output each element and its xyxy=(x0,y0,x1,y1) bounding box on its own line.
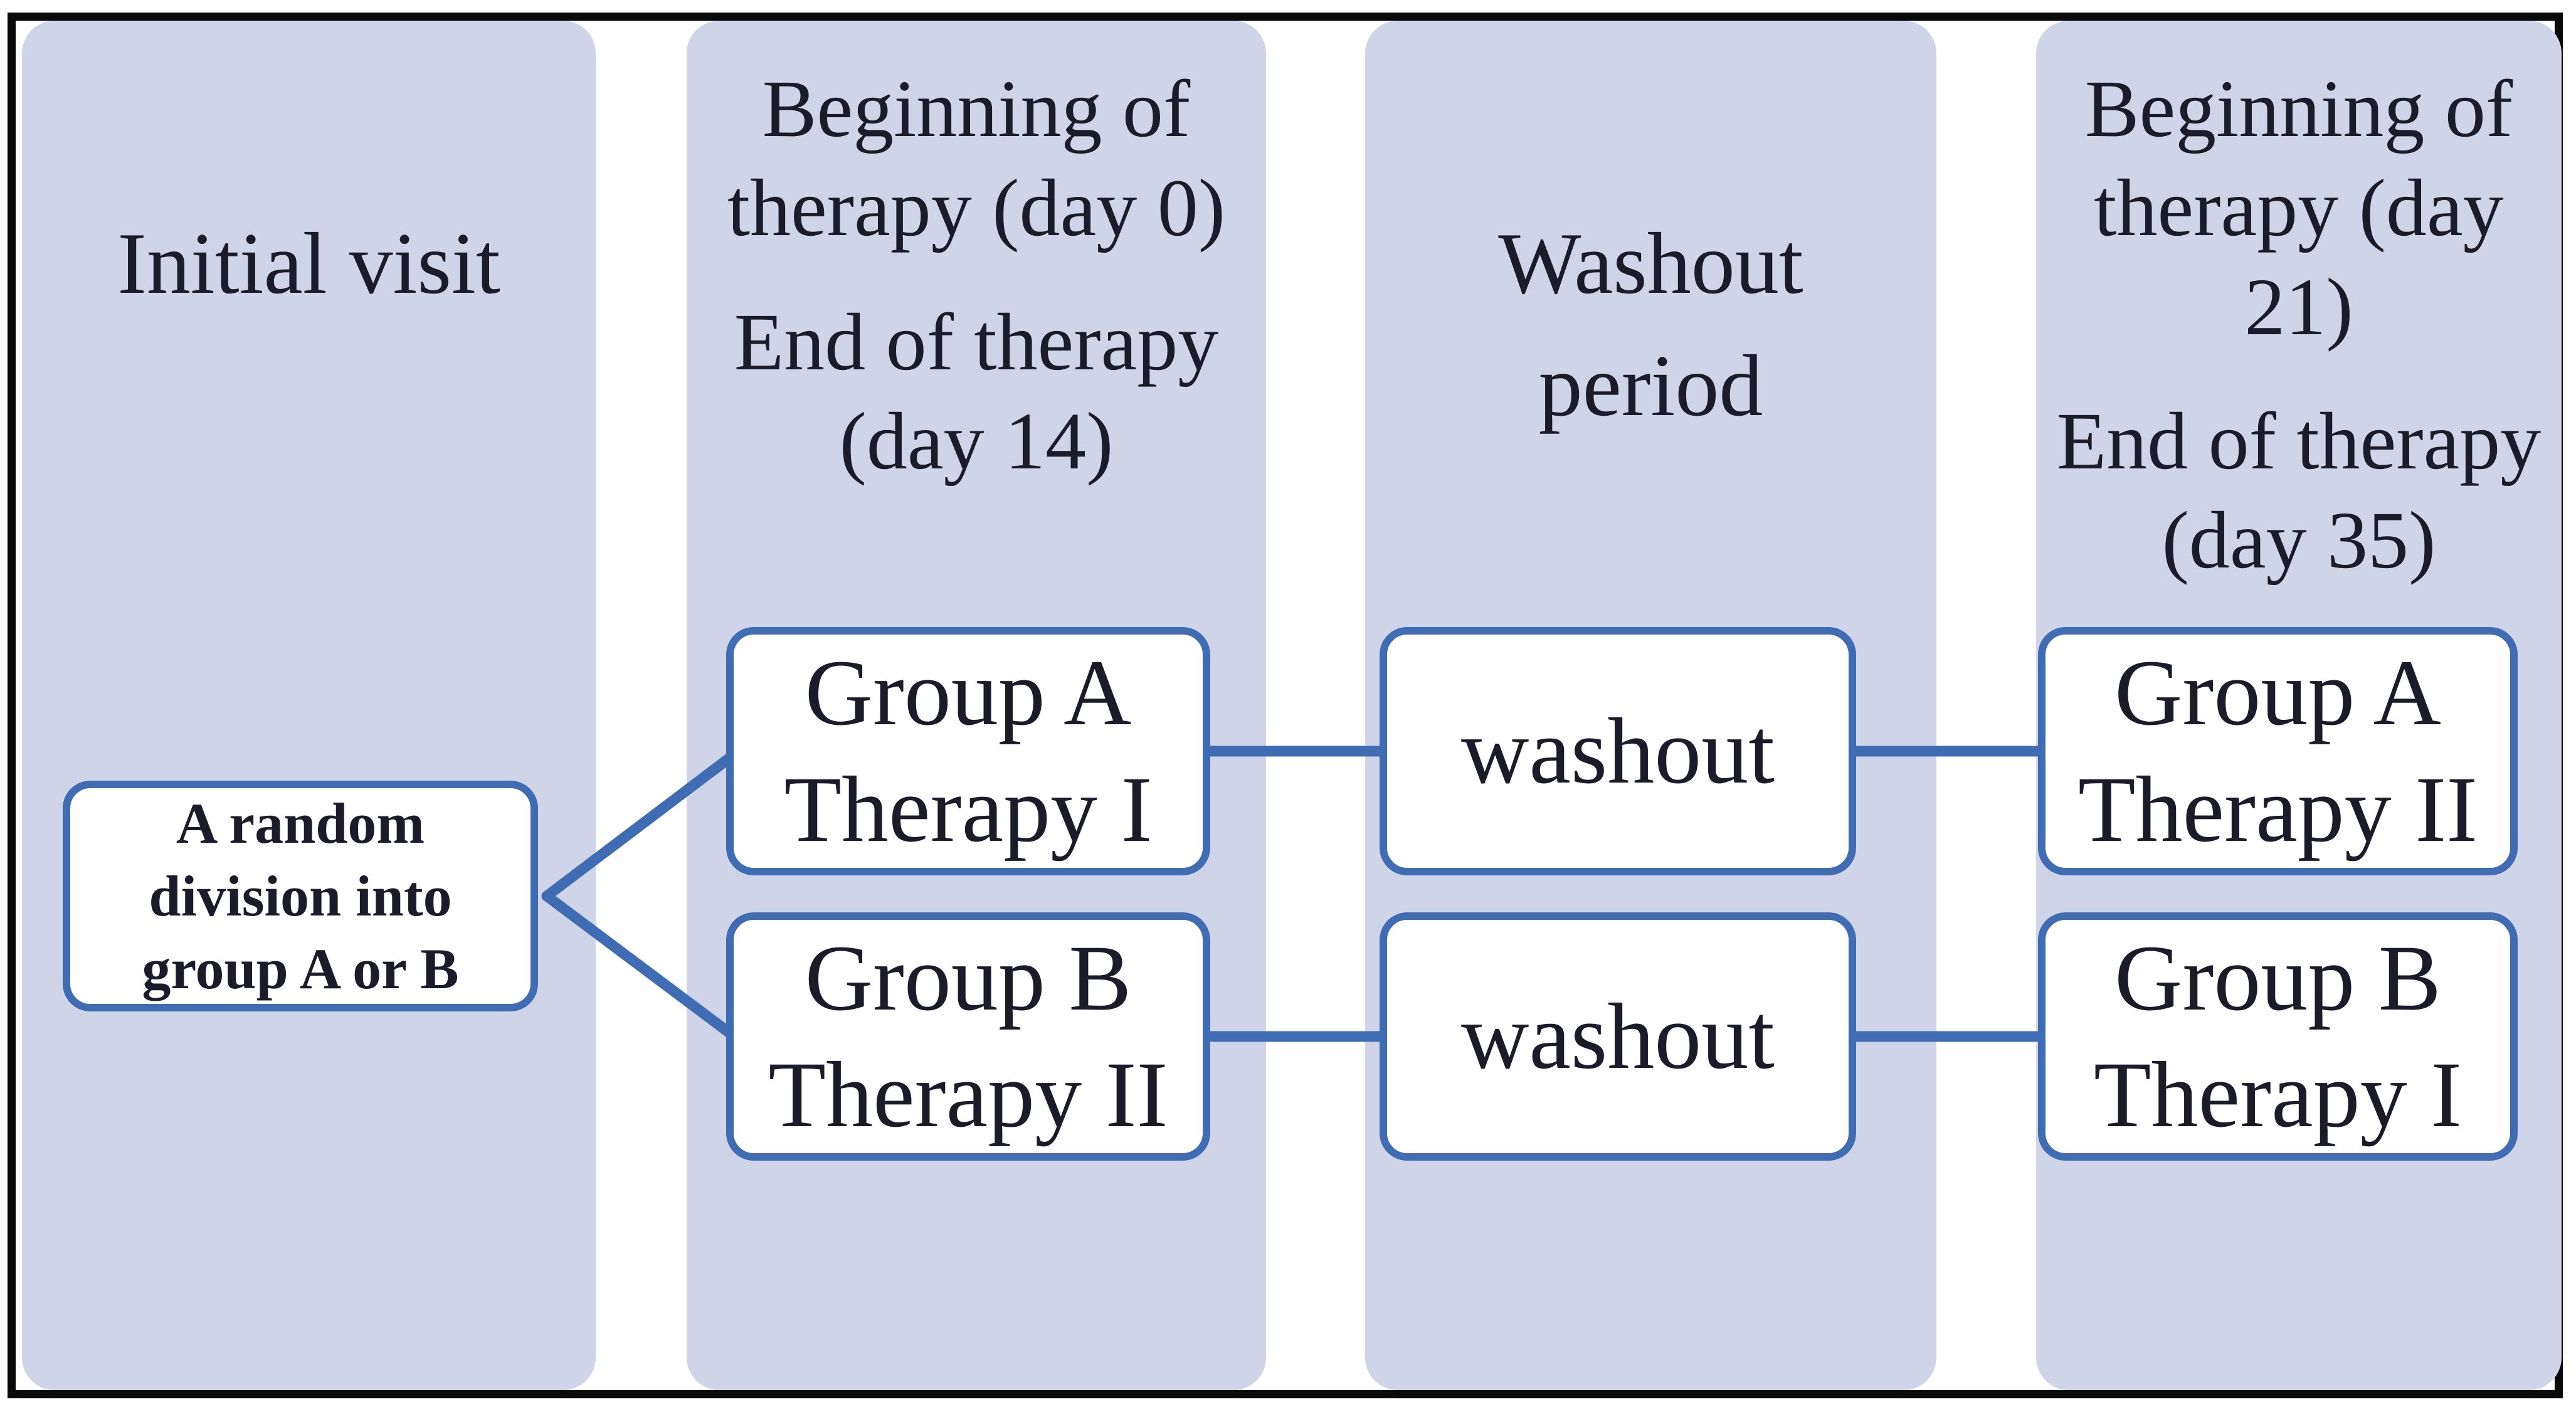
column-second-treatment-period: Beginning of therapy (day 21) End of the… xyxy=(2036,21,2562,1390)
period2-group-a-box: Group A Therapy II xyxy=(2038,627,2518,875)
box-line: Therapy I xyxy=(2093,1043,2463,1147)
washout-bottom-box: washout xyxy=(1380,912,1856,1161)
header-line: Washout xyxy=(1498,215,1803,312)
box-line: Group B xyxy=(2114,926,2441,1030)
randomization-box: A random division into group A or B xyxy=(63,781,538,1011)
period1-group-a-box: Group A Therapy I xyxy=(726,627,1210,875)
header-line: End of therapy xyxy=(734,297,1219,388)
column-second-period-title: Beginning of therapy (day 21) End of the… xyxy=(2036,21,2562,590)
box-line: division into xyxy=(149,864,452,928)
header-line: End of therapy xyxy=(2056,396,2542,487)
box-line: Group A xyxy=(2114,641,2441,745)
period1-group-b-box: Group B Therapy II xyxy=(726,912,1210,1161)
box-line: Therapy I xyxy=(784,757,1153,862)
beginning-of-therapy-heading: Beginning of therapy (day 21) xyxy=(2036,60,2562,357)
end-of-therapy-heading: End of therapy (day 35) xyxy=(2036,392,2562,590)
box-line: Therapy II xyxy=(768,1043,1168,1147)
header-line: therapy (day 21) xyxy=(2094,163,2504,352)
header-line: therapy (day 0) xyxy=(727,163,1226,253)
header-line: Beginning of xyxy=(762,64,1191,154)
box-line: A random xyxy=(176,791,425,855)
column-first-period-title: Beginning of therapy (day 0) End of ther… xyxy=(687,21,1266,491)
header-line: (day 14) xyxy=(839,396,1114,487)
end-of-therapy-heading: End of therapy (day 14) xyxy=(687,293,1266,491)
washout-top-box: washout xyxy=(1380,627,1856,875)
column-initial-visit-title: Initial visit xyxy=(22,21,596,325)
column-washout-title: Washout period xyxy=(1365,21,1936,447)
box-line: group A or B xyxy=(142,937,459,1001)
box-line: Group B xyxy=(805,926,1132,1030)
box-line: Group A xyxy=(805,641,1132,745)
box-line: Therapy II xyxy=(2077,757,2478,862)
header-line: Initial visit xyxy=(117,215,500,312)
header-line: period xyxy=(1538,337,1763,435)
header-line: Beginning of xyxy=(2084,64,2513,154)
beginning-of-therapy-heading: Beginning of therapy (day 0) xyxy=(687,60,1266,258)
period2-group-b-box: Group B Therapy I xyxy=(2038,912,2518,1161)
header-line: (day 35) xyxy=(2162,495,2436,586)
box-line: washout xyxy=(1461,984,1775,1089)
box-line: washout xyxy=(1461,699,1775,803)
column-initial-visit: Initial visit xyxy=(22,21,596,1390)
